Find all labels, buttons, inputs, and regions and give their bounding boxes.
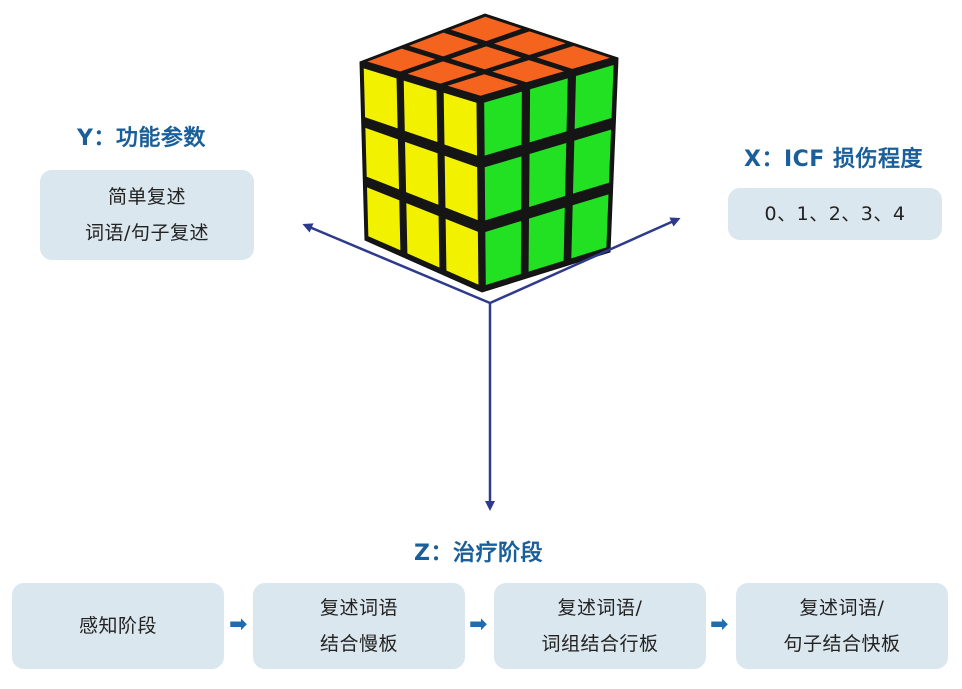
axis-x-line: [489, 217, 681, 305]
cube-top-sticker: [407, 61, 477, 84]
cube-right-sticker: [484, 156, 522, 221]
cube-left-sticker: [445, 218, 479, 285]
cube-right-sticker: [529, 143, 567, 207]
stage-arrow-icon: ➡: [229, 612, 248, 637]
cube-left-sticker: [406, 203, 440, 268]
cube-top-sticker: [493, 31, 566, 56]
y-axis-item: 词语/句子复述: [85, 222, 209, 244]
cube-right-sticker: [571, 194, 609, 259]
stage-line: 复述词语: [319, 597, 398, 619]
cube-right-sticker: [529, 78, 568, 143]
x-axis-box: 0、1、2、3、4: [728, 188, 942, 240]
cube-left-sticker: [367, 187, 401, 251]
cube-top-sticker: [447, 74, 519, 96]
cube-left-sticker: [403, 80, 438, 143]
stage-line: 感知阶段: [78, 615, 157, 637]
x-axis-title: X：ICF 损伤程度: [744, 147, 923, 172]
y-axis-item: 简单复述: [107, 186, 186, 208]
cube-right-sticker: [484, 91, 522, 156]
cube-left-sticker: [363, 68, 398, 129]
cube-top-sticker: [450, 16, 522, 42]
y-axis-title: Y：功能参数: [77, 126, 206, 151]
cube-left-sticker: [365, 127, 400, 190]
stage-box-4: 复述词语/ 句子结合快板: [736, 583, 948, 669]
rubiks-cube: [359, 13, 619, 293]
cube-top-sticker: [409, 32, 479, 57]
stage-line: 复述词语/: [557, 597, 643, 619]
z-axis-title: Z：治疗阶段: [414, 541, 543, 566]
cube-top-sticker: [536, 45, 610, 69]
stage-box-1: 感知阶段: [12, 583, 224, 669]
stage-box-3: 复述词语/ 词组结合行板: [494, 583, 706, 669]
cube-left-sticker: [443, 92, 478, 156]
stage-line: 词组结合行板: [541, 633, 659, 655]
cube-right-sticker: [572, 129, 612, 194]
cube-right-sticker: [485, 221, 522, 285]
cube-top-sticker: [492, 60, 565, 83]
stage-line: 结合慢板: [319, 633, 398, 655]
y-axis-box: 简单复述 词语/句子复述: [40, 170, 254, 260]
stage-line: 复述词语/: [799, 597, 885, 619]
cube-left-sticker: [444, 155, 478, 221]
x-axis-item: 0、1、2、3、4: [764, 203, 906, 225]
stage-box-2: 复述词语 结合慢板: [253, 583, 465, 669]
stage-arrow-icon: ➡: [710, 612, 729, 637]
stage-arrow-icon: ➡: [469, 612, 488, 637]
stage-line: 句子结合快板: [783, 633, 901, 655]
cube-left-sticker: [405, 141, 439, 205]
axis-y-line: [302, 223, 491, 305]
cube-top-sticker: [367, 48, 436, 72]
cube-right-sticker: [528, 207, 565, 272]
cube-right-sticker: [574, 65, 614, 129]
cube-top-sticker: [450, 46, 522, 70]
